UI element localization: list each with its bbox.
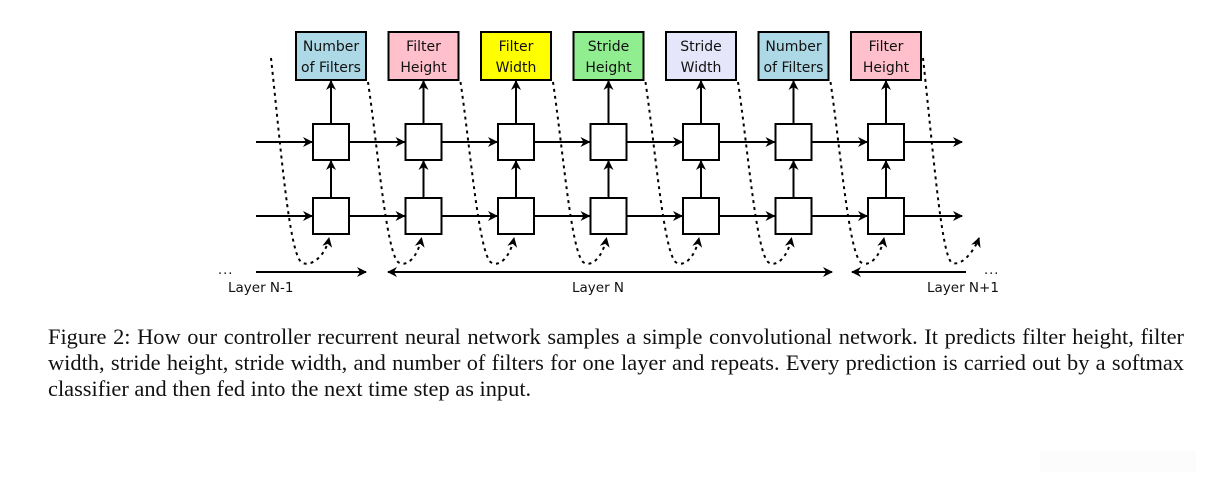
rnn-cell-top [682, 123, 720, 161]
time-step: Number of Filters [719, 31, 830, 265]
rnn-cell-bottom [404, 197, 443, 235]
rnn-cell-top [589, 123, 628, 161]
rnn-cell-bottom [312, 197, 350, 235]
output-label-line2: Height [400, 60, 447, 76]
rnn-cell-bottom [867, 197, 905, 235]
output-label-line1: Filter [406, 39, 441, 55]
layer-next-label: Layer N+1 [927, 280, 999, 296]
feedback-dotted-arrow [459, 81, 518, 265]
rnn-cell-bottom [589, 197, 628, 235]
feedback-dotted-arrow [367, 81, 425, 265]
output-label-line1: Number [765, 39, 821, 55]
output-label-line2: of Filters [301, 60, 361, 76]
output-box [757, 31, 830, 81]
rnn-cell-top [774, 123, 813, 161]
faint-background-patch [1040, 450, 1196, 472]
rnn-cell-bottom [774, 197, 813, 235]
output-label-line1: Filter [869, 39, 904, 55]
ellipsis-right: ... [984, 263, 999, 278]
rnn-cell-bottom [682, 197, 720, 235]
rnn-cell-bottom [497, 197, 535, 235]
output-label-line2: Height [585, 60, 632, 76]
output-label-line1: Number [303, 39, 359, 55]
layer-current-label: Layer N [572, 280, 624, 296]
rnn-cell-top [312, 123, 350, 161]
output-label-line2: Width [496, 60, 537, 76]
output-label-line2: Width [681, 60, 722, 76]
output-label-line1: Filter [499, 39, 534, 55]
rnn-cell-top [867, 123, 905, 161]
output-box [665, 31, 737, 81]
feedback-dotted-arrow [644, 81, 703, 265]
feedback-dotted-arrow-out [922, 57, 981, 265]
feedback-dotted-arrow [552, 81, 610, 265]
time-step: Number of Filters [256, 31, 367, 265]
output-label-line1: Stride [588, 39, 630, 55]
output-label-line2: of Filters [764, 60, 824, 76]
feedback-dotted-arrow [737, 81, 795, 265]
rnn-cell-top [497, 123, 535, 161]
ellipsis-left: ... [218, 263, 233, 278]
rnn-cell-top [404, 123, 443, 161]
layer-span-annotations: ... Layer N-1 Layer N ... Layer N+1 [218, 263, 999, 296]
output-label-line1: Stride [680, 39, 722, 55]
output-box [850, 31, 922, 81]
output-label-line2: Height [863, 60, 910, 76]
feedback-dotted-arrow [829, 81, 888, 265]
figure-caption: Figure 2: How our controller recurrent n… [48, 324, 1184, 402]
output-box [387, 31, 460, 81]
layer-prev-label: Layer N-1 [228, 280, 294, 296]
feedback-dotted-arrow [270, 57, 333, 265]
output-box [295, 31, 367, 81]
